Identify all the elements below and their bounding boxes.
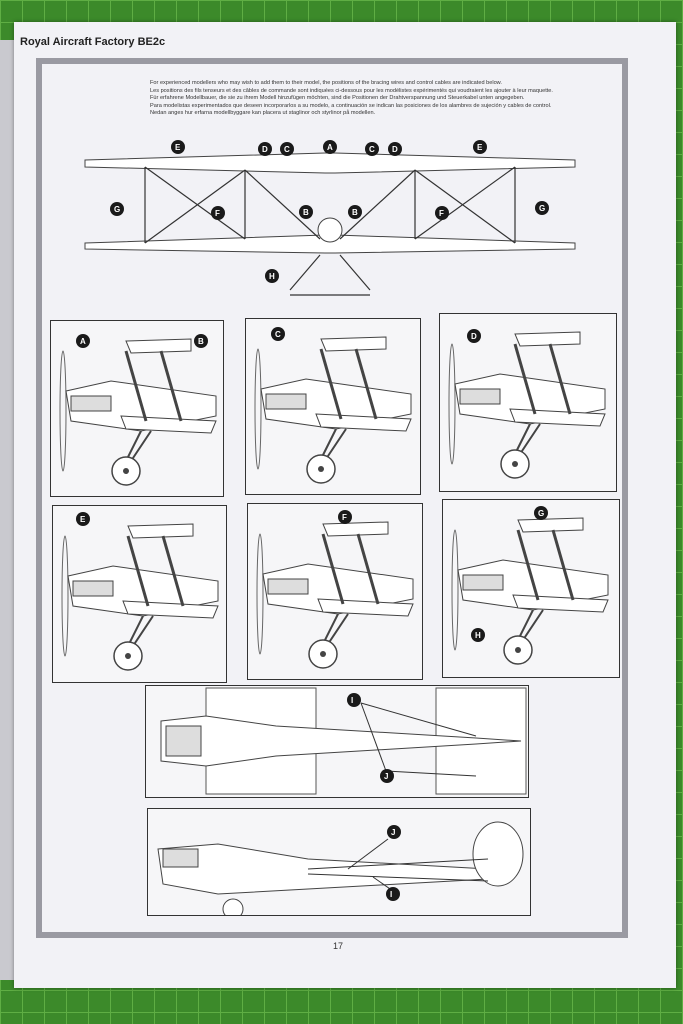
callout-f: F [338,510,352,524]
page-title: Royal Aircraft Factory BE2c [20,36,166,48]
callout-g: G [535,201,549,215]
top-view-panel: I J [145,685,529,798]
intro-de: Für erfahrene Modellbauer, die sie zu ih… [150,95,525,102]
callout-i: I [347,693,361,707]
intro-sv: Nedan anges hur erfarna modellbyggare ka… [150,110,376,117]
svg-text:F: F [215,209,220,218]
callout-b: B [348,205,362,219]
svg-text:C: C [369,145,375,154]
svg-text:D: D [392,145,398,154]
svg-text:B: B [303,208,309,217]
callout-c: C [365,142,379,156]
svg-text:A: A [327,143,333,152]
callout-e: E [473,140,487,154]
callout-d: D [258,142,272,156]
callout-f: F [435,206,449,220]
callout-g: G [534,506,548,520]
page-frame [36,58,628,938]
callout-f: F [211,206,225,220]
callout-h: H [471,628,485,642]
svg-text:J: J [384,772,388,781]
front-view-callouts: E D C A C D E G F B B F G H [110,140,549,283]
callout-j: J [380,769,394,783]
callout-e: E [171,140,185,154]
intro-fr: Les positions des fils tenseurs et des c… [150,87,553,94]
svg-text:G: G [114,205,120,214]
callout-a: A [76,334,90,348]
side-panel-c: C [245,318,421,495]
side-panel-e: E [52,505,227,683]
page-number: 17 [333,941,344,951]
callout-d: D [388,142,402,156]
svg-text:C: C [284,145,290,154]
callout-j: J [387,825,401,839]
callout-h: H [265,269,279,283]
svg-text:I: I [351,696,353,705]
callout-b: B [299,205,313,219]
side-panel-g-h: G H [442,499,620,678]
intro-en: For experienced modellers who may wish t… [150,80,502,86]
callout-d: D [467,329,481,343]
svg-text:J: J [391,828,395,837]
side-panel-d: D [439,313,617,492]
svg-text:C: C [275,330,281,339]
svg-text:H: H [475,631,481,640]
side-detail-panel: J I [147,808,531,920]
svg-text:E: E [477,143,483,152]
intro-text: For experienced modellers who may wish t… [150,80,553,118]
svg-text:E: E [80,515,86,524]
svg-text:G: G [538,509,544,518]
svg-text:D: D [471,332,477,341]
svg-text:B: B [198,337,204,346]
side-panel-a-b: A B [50,320,224,497]
side-panel-f: F [247,503,423,680]
svg-text:F: F [439,209,444,218]
svg-text:F: F [342,513,347,522]
intro-es: Para modelistas experimentados que desee… [150,102,552,109]
callout-i: I [386,887,400,901]
callout-a: A [323,140,337,154]
svg-text:H: H [269,272,275,281]
svg-text:B: B [352,208,358,217]
callout-c: C [271,327,285,341]
svg-text:I: I [390,890,392,899]
front-view-diagram: E D C A C D E G F B B F G H [84,140,576,296]
svg-text:E: E [175,143,181,152]
callout-c: C [280,142,294,156]
svg-text:D: D [262,145,268,154]
callout-g: G [110,202,124,216]
svg-text:A: A [80,337,86,346]
svg-text:G: G [539,204,545,213]
callout-b: B [194,334,208,348]
callout-e: E [76,512,90,526]
